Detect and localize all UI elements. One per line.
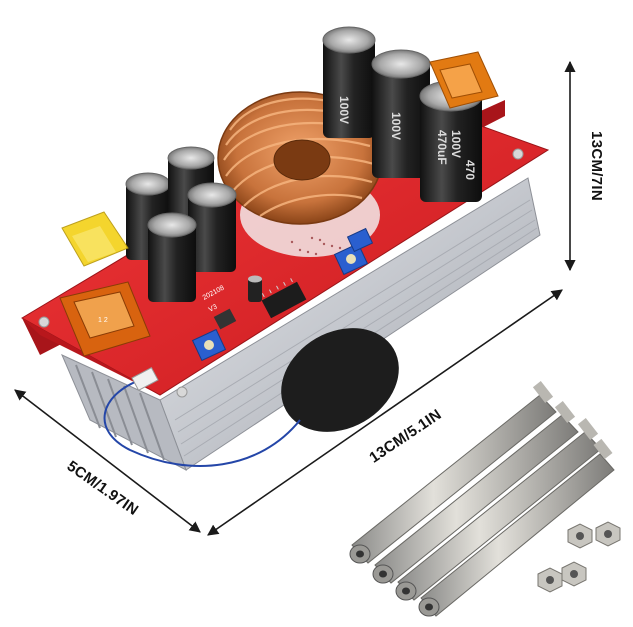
- capacitor-large-2: 100V: [371, 49, 431, 178]
- mounting-hole: [176, 386, 188, 398]
- svg-text:1 2: 1 2: [98, 317, 108, 324]
- fan-connector: [131, 366, 159, 392]
- cooling-fan: [281, 328, 399, 432]
- mounting-hole: [38, 316, 50, 328]
- hex-nut-1: [567, 523, 593, 549]
- fan-wire: [103, 379, 301, 467]
- dimension-length-label: 13CM/5.1IN: [366, 406, 444, 467]
- standoff-hardware: [349, 381, 621, 617]
- dimension-height-label: 13CM/7IN: [588, 131, 605, 201]
- capacitor-large-1: 100V: [322, 26, 376, 138]
- dimension-width-arrow: [14, 389, 201, 533]
- fuse-yellow: [61, 211, 129, 267]
- potentiometer-3: [346, 227, 374, 253]
- smd-inductor: [213, 308, 237, 330]
- small-electrolytic-cap: [248, 278, 262, 302]
- capacitor-voltage-label: 100V: [449, 130, 463, 158]
- dimension-length-arrow: [207, 289, 563, 536]
- capacitor-capacity-label: 470uF: [435, 130, 449, 165]
- heatsink: [61, 177, 541, 472]
- standoff-4: [418, 438, 615, 617]
- capacitor-side-label: 470: [463, 160, 477, 180]
- output-terminal-block: [429, 51, 499, 109]
- standoff-1: [349, 381, 557, 564]
- dimension-width-label: 5CM/1.97IN: [64, 458, 142, 520]
- pcb-version: V3: [208, 304, 219, 314]
- standoff-3: [395, 418, 602, 601]
- dimension-height: 13CM/7IN: [564, 60, 605, 272]
- hex-nut-2: [595, 521, 621, 547]
- capacitor-small-4: [147, 212, 197, 302]
- mounting-hole: [512, 148, 524, 160]
- input-terminal-block: 1 2: [59, 281, 151, 357]
- capacitor-voltage-label: 100V: [389, 112, 403, 140]
- hex-nut-4: [561, 561, 587, 587]
- hex-nut-3: [537, 567, 563, 593]
- standoff-2: [372, 401, 579, 584]
- capacitor-voltage-label: 100V: [337, 96, 351, 124]
- capacitor-small-3: [187, 182, 237, 272]
- control-ic: [261, 281, 307, 319]
